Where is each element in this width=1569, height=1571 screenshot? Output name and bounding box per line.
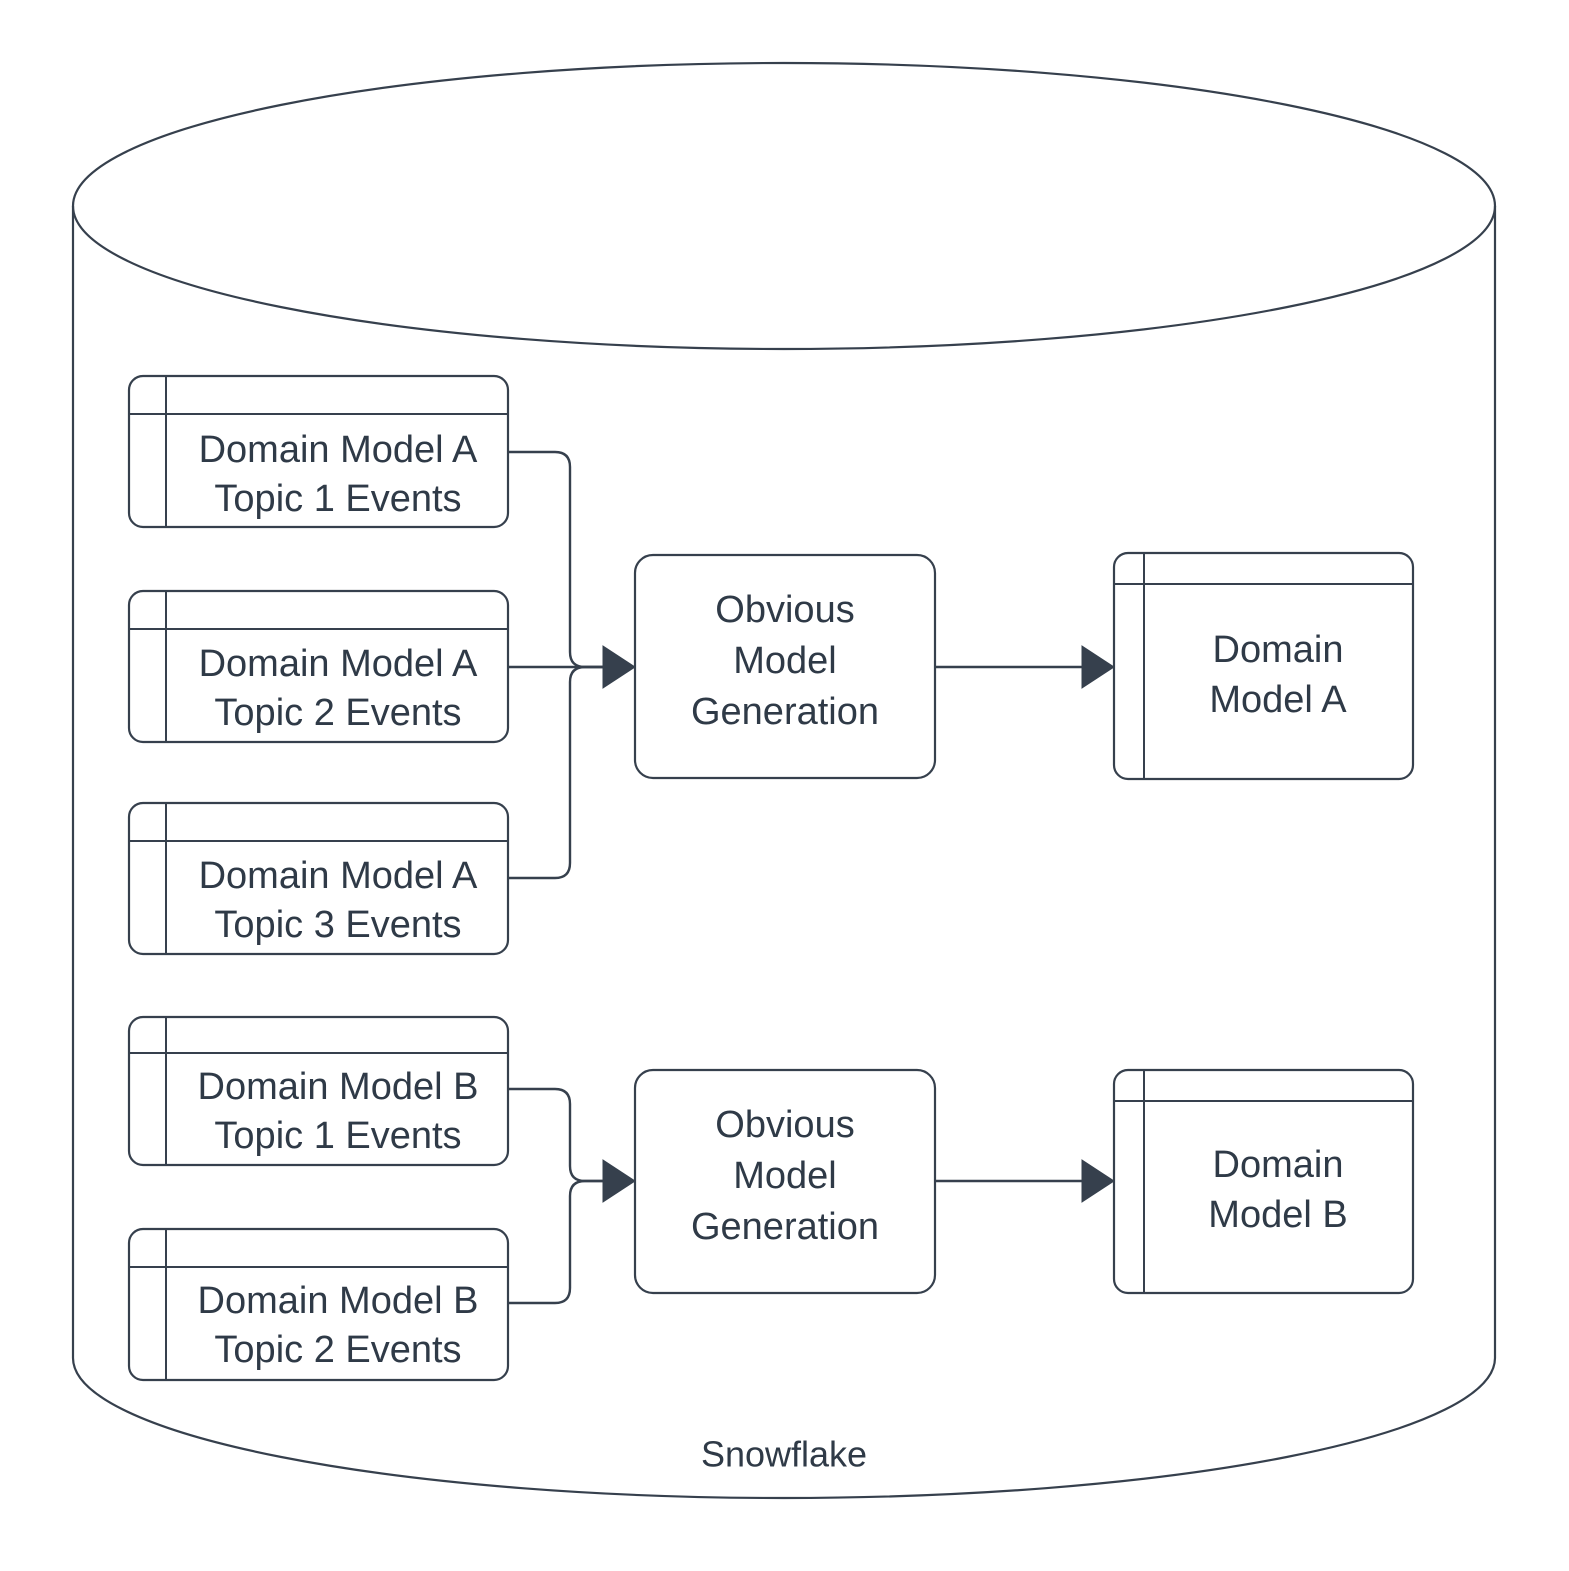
process-a-label-line2: Model [733, 640, 837, 682]
arrowhead-into-process-a [602, 645, 636, 689]
cylinder-body [71, 61, 1497, 1500]
process-b-label-line3: Generation [691, 1206, 879, 1248]
snowflake-label: Snowflake [701, 1434, 867, 1475]
source-b2-label-line1: Domain Model B [198, 1280, 479, 1322]
output-b-frame [1112, 1068, 1415, 1295]
edge-process-a-to-output-a [935, 645, 1115, 689]
source-b1-label-line1: Domain Model B [198, 1066, 479, 1108]
edge-a3-to-process [508, 665, 603, 880]
arrowhead-into-output-b [1081, 1159, 1115, 1203]
source-a1-label-line1: Domain Model A [199, 429, 478, 471]
edge-b2-to-process [508, 1179, 603, 1305]
process-b-label-line1: Obvious [715, 1104, 854, 1146]
output-a-frame [1112, 551, 1415, 781]
source-a3-label-line1: Domain Model A [199, 855, 478, 897]
source-a3-label-line2: Topic 3 Events [214, 904, 461, 946]
snowflake-cylinder: Snowflake [71, 61, 1497, 1500]
source-node-a2[interactable]: Domain Model A Topic 2 Events [127, 589, 510, 744]
output-b-label-line2: Model B [1208, 1194, 1347, 1236]
source-b1-label-line2: Topic 1 Events [214, 1115, 461, 1157]
output-a-label-line2: Model A [1209, 679, 1347, 721]
output-node-b[interactable]: Domain Model B [1112, 1068, 1415, 1295]
process-a-label-line1: Obvious [715, 589, 854, 631]
process-a-label-line3: Generation [691, 691, 879, 733]
arrowhead-into-process-b [602, 1159, 636, 1203]
source-node-a3[interactable]: Domain Model A Topic 3 Events [127, 801, 510, 956]
source-a1-label-line2: Topic 1 Events [214, 478, 461, 520]
process-node-b[interactable]: Obvious Model Generation [633, 1068, 937, 1295]
process-b-label-line2: Model [733, 1155, 837, 1197]
edge-a1-to-process [508, 450, 603, 669]
output-b-label-line1: Domain [1213, 1144, 1344, 1186]
source-b2-label-line2: Topic 2 Events [214, 1329, 461, 1371]
output-a-label-line1: Domain [1213, 629, 1344, 671]
arrowhead-into-output-a [1081, 645, 1115, 689]
source-node-b2[interactable]: Domain Model B Topic 2 Events [127, 1227, 510, 1382]
cylinder-top-lip [71, 205, 1497, 351]
edge-b1-to-process [508, 1087, 603, 1183]
source-node-b1[interactable]: Domain Model B Topic 1 Events [127, 1015, 510, 1167]
source-a2-label-line2: Topic 2 Events [214, 692, 461, 734]
source-a2-label-line1: Domain Model A [199, 643, 478, 685]
output-node-a[interactable]: Domain Model A [1112, 551, 1415, 781]
process-node-a[interactable]: Obvious Model Generation [633, 553, 937, 780]
source-node-a1[interactable]: Domain Model A Topic 1 Events [127, 374, 510, 529]
edge-process-b-to-output-b [935, 1159, 1115, 1203]
